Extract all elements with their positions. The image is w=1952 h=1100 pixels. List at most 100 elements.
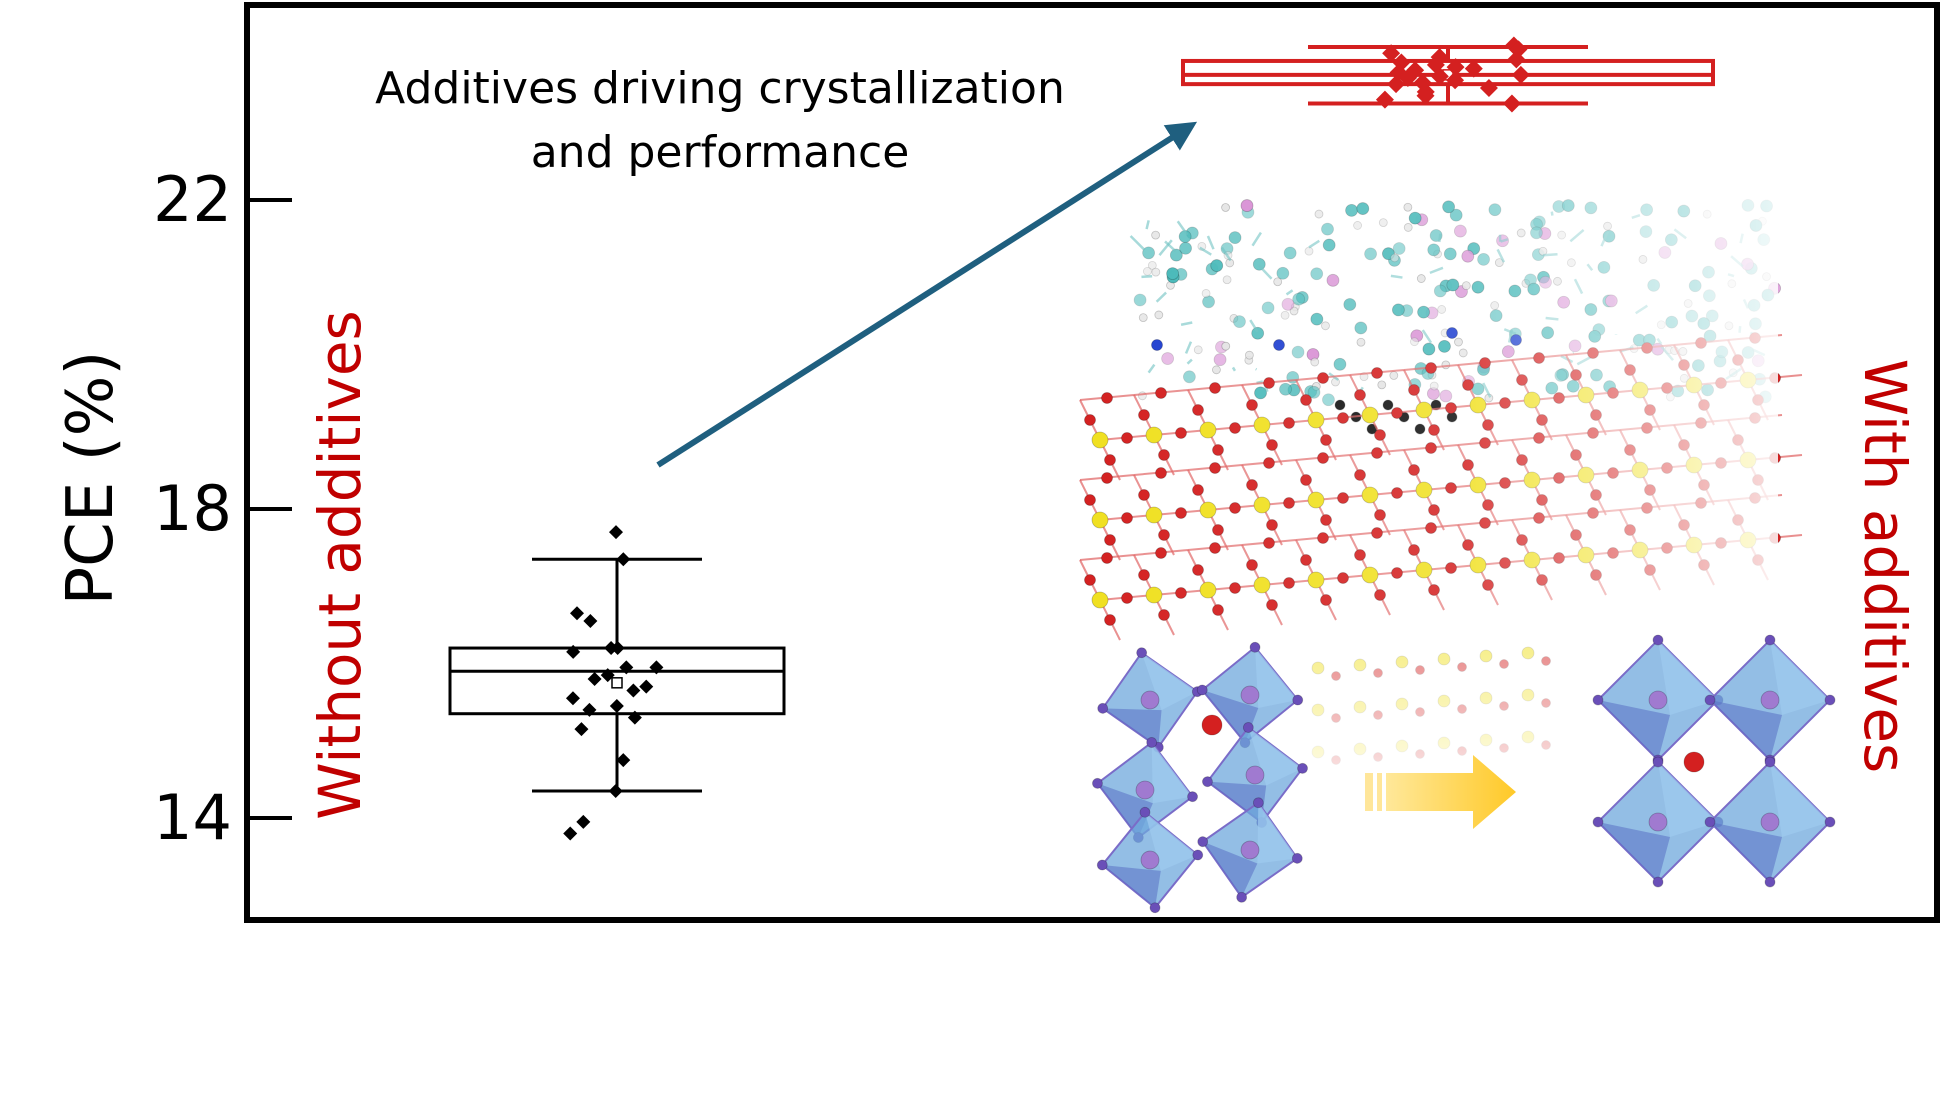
octahedron-facet (1710, 822, 1782, 882)
halide-atom (1096, 859, 1108, 871)
data-point (576, 814, 591, 829)
octahedron-facet (1257, 802, 1298, 864)
boxplot-without-additives (448, 525, 786, 841)
b-site-atom (1140, 850, 1160, 870)
data-point (639, 679, 654, 694)
halide-atom (1202, 776, 1213, 788)
slab-fade-overlay (1078, 178, 1778, 640)
halide-atom (1764, 756, 1776, 768)
data-point (566, 644, 581, 659)
halide-atom (1236, 891, 1248, 903)
plot-frame (244, 2, 1940, 923)
b-site-atom (1648, 690, 1668, 710)
data-point (587, 671, 602, 686)
data-point (1502, 94, 1521, 113)
annotation-line-2: and performance (531, 127, 910, 178)
yellow-transition-arrow-icon (1365, 755, 1516, 829)
y-tick-label: 22 (153, 163, 232, 236)
a-site-cation (1201, 714, 1223, 736)
data-point (582, 702, 597, 717)
halide-atom (1242, 722, 1254, 733)
octahedron (1096, 806, 1204, 914)
b-site-atom (1760, 812, 1780, 832)
octahedron-facet (1255, 647, 1298, 708)
data-point (565, 691, 580, 706)
data-point (574, 722, 589, 737)
data-point (1511, 65, 1530, 84)
data-point (619, 660, 634, 675)
b-site-atom (1135, 780, 1155, 800)
group-label-without-additives: Without additives (306, 310, 374, 819)
a-site-cation (1683, 751, 1705, 773)
b-site-atom (1140, 690, 1160, 710)
octahedron-facet (1770, 640, 1830, 715)
octahedron-facet (1710, 700, 1782, 760)
data-point (1446, 71, 1465, 90)
b-site-atom (1760, 690, 1780, 710)
halide-atom (1136, 647, 1148, 659)
halide-atom (1187, 791, 1198, 803)
octahedron (1202, 722, 1308, 828)
y-tick-label: 18 (153, 472, 232, 545)
data-point (649, 660, 664, 675)
data-point (570, 606, 585, 621)
halide-atom (1197, 836, 1209, 848)
group-label-with-additives: With additives (1851, 359, 1919, 774)
octahedron (1704, 634, 1836, 766)
octahedron (1197, 797, 1303, 903)
octahedron-facet (1598, 700, 1670, 760)
halide-atom (1196, 684, 1208, 696)
halide-atom (1764, 634, 1776, 646)
octahedron-facet (1151, 742, 1193, 804)
y-axis-title: PCE (%) (54, 351, 128, 606)
halide-atom (1291, 852, 1303, 864)
octahedron-facet (1102, 708, 1162, 748)
data-point (1446, 58, 1465, 77)
data-point (616, 753, 631, 768)
b-site-atom (1240, 840, 1260, 860)
halide-atom (1292, 694, 1304, 706)
halide-atom (1704, 694, 1716, 706)
data-point (1507, 50, 1526, 69)
data-point (1392, 53, 1411, 72)
distorted-octahedra-icon (1092, 641, 1308, 914)
data-point (1416, 86, 1435, 105)
halide-atom (1652, 756, 1664, 768)
octahedron (1097, 647, 1203, 753)
halide-atom (1704, 816, 1716, 828)
ordered-octahedra-icon (1592, 634, 1836, 888)
halide-atom (1149, 902, 1161, 914)
data-point (616, 552, 631, 567)
data-point (1387, 75, 1406, 94)
boxplot-with-additives (1181, 36, 1715, 113)
halide-atom (1764, 876, 1776, 888)
data-point (627, 710, 642, 725)
molecular-illustration (1078, 178, 1836, 914)
data-point (610, 641, 625, 656)
boxplots (448, 36, 1715, 841)
data-point (1430, 67, 1449, 86)
octahedron (1592, 634, 1724, 766)
halide-atom (1139, 806, 1151, 818)
octahedron (1704, 756, 1836, 888)
b-site-atom (1648, 812, 1668, 832)
octahedron-facet (1141, 652, 1198, 711)
halide-atom (1652, 634, 1664, 646)
data-point (1382, 44, 1401, 63)
octahedron-facet (1102, 865, 1161, 908)
halide-atom (1252, 797, 1264, 809)
octahedron-facet (1598, 822, 1670, 882)
data-point (563, 826, 578, 841)
octahedron (1196, 641, 1304, 749)
halide-atom (1592, 816, 1604, 828)
data-point (600, 668, 615, 683)
data-point (609, 525, 624, 540)
mean-marker (611, 677, 623, 689)
octahedron-facet (1770, 762, 1830, 837)
data-point (583, 614, 598, 629)
octahedron-facet (1658, 640, 1718, 715)
octahedron (1592, 756, 1724, 888)
halide-atom (1824, 816, 1836, 828)
